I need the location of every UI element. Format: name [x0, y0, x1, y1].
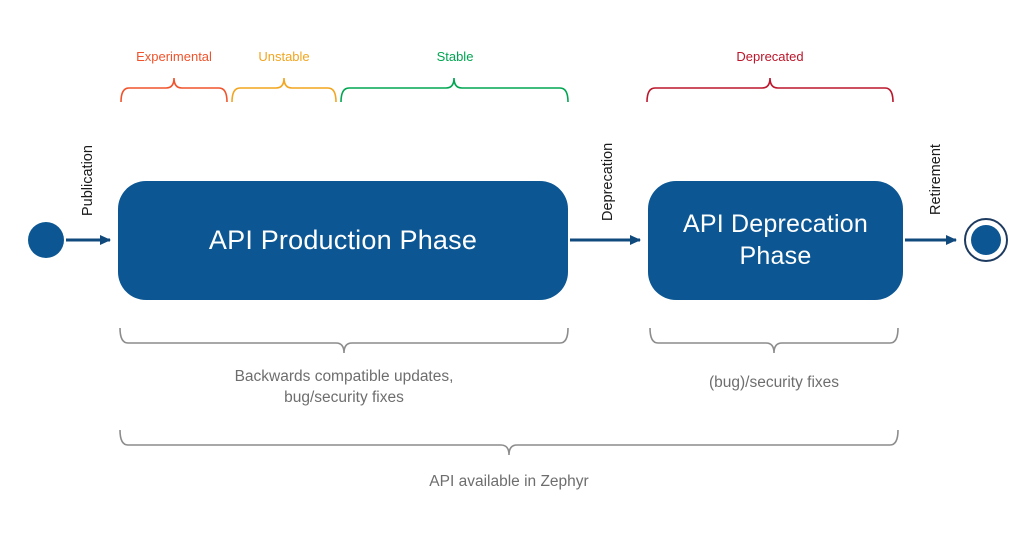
start-node [28, 222, 64, 258]
api-deprecation-phase-box: API Deprecation Phase [648, 181, 903, 300]
api-production-phase-box: API Production Phase [118, 181, 568, 300]
production-caption-brace [119, 327, 569, 354]
stable-brace [340, 77, 569, 103]
overall-caption: API available in Zephyr [429, 473, 589, 490]
api-deprecation-phase-label: API Deprecation Phase [682, 210, 869, 270]
deprecation-label: Deprecation [600, 142, 616, 221]
stage-label-deprecated: Deprecated [736, 49, 804, 64]
unstable-brace [231, 77, 337, 103]
experimental-brace [120, 77, 228, 103]
stage-label-experimental: Experimental [136, 49, 212, 64]
end-node [971, 225, 1001, 255]
deprecation-caption: (bug)/security fixes [708, 374, 840, 391]
stage-label-stable: Stable [436, 49, 474, 64]
deprecated-brace [646, 77, 894, 103]
production-caption: Backwards compatible updates, bug/securi… [234, 368, 454, 406]
stage-label-unstable: Unstable [258, 49, 310, 64]
retirement-label: Retirement [928, 144, 944, 215]
publication-label: Publication [80, 145, 96, 216]
deprecation-caption-brace [649, 327, 899, 354]
overall-caption-brace [119, 429, 899, 456]
api-production-phase-label: API Production Phase [208, 225, 478, 255]
